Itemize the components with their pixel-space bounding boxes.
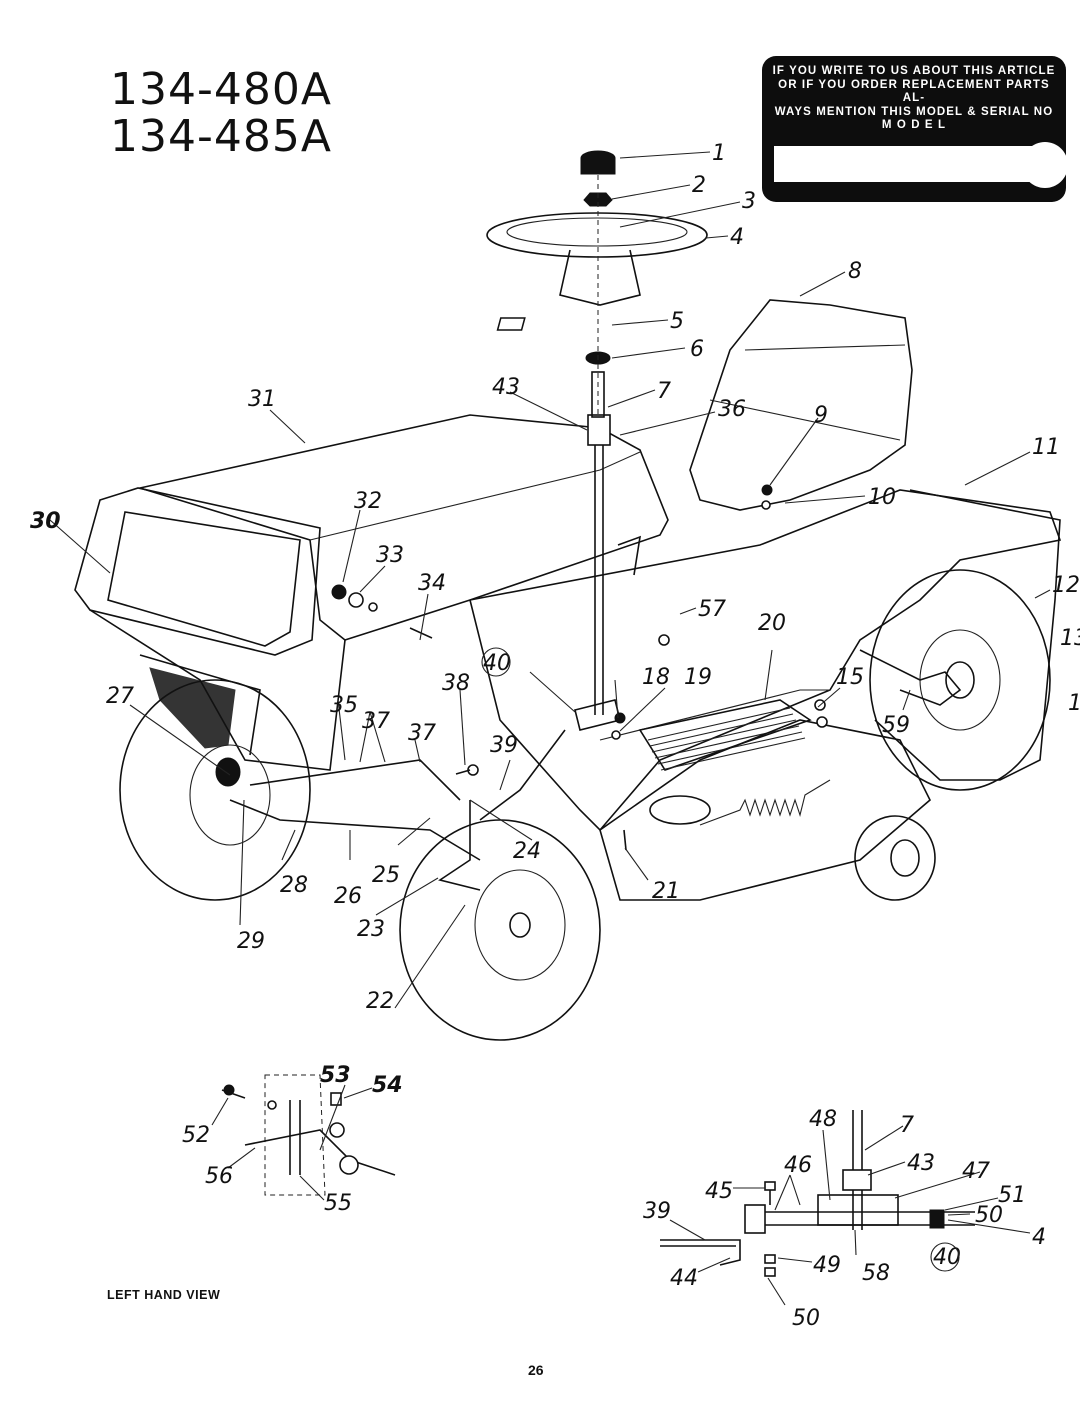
callout-10: 10 [868, 485, 896, 510]
callout-27: 27 [106, 684, 134, 709]
notice-line-1: IF YOU WRITE TO US ABOUT THIS ARTICLE [772, 65, 1056, 77]
callout-13: 13 [1060, 626, 1080, 651]
inset-callout-49: 49 [813, 1253, 841, 1278]
notice-line-4: M O D E L [881, 119, 947, 131]
callout-29: 29 [237, 929, 265, 954]
inset-callout-7: 7 [900, 1113, 914, 1138]
callout-54: 54 [372, 1073, 403, 1098]
callout-5: 5 [670, 309, 684, 334]
inset-callout-48: 48 [809, 1107, 837, 1132]
inset-callout-46: 46 [784, 1153, 812, 1178]
callout-3: 3 [742, 189, 756, 214]
callout-57: 57 [698, 597, 726, 622]
callout-33: 33 [376, 543, 404, 568]
callout-38: 38 [442, 671, 470, 696]
left-hand-view-inset: 52 53 54 55 56 [182, 1063, 403, 1216]
callout-52: 52 [182, 1123, 210, 1148]
callout-25: 25 [372, 863, 400, 888]
page-number: 26 [528, 1362, 544, 1378]
callout-20: 20 [758, 611, 786, 636]
callout-32: 32 [354, 489, 382, 514]
steering-detail-inset: 48 7 43 47 46 45 51 50 4 39 49 58 44 50 … [643, 1107, 1046, 1331]
inset-callout-39: 39 [643, 1199, 671, 1224]
inset-callout-51: 51 [998, 1183, 1026, 1208]
callout-37b: 37 [408, 721, 436, 746]
callout-24: 24 [513, 839, 541, 864]
callout-9: 9 [814, 403, 828, 428]
inset-callout-40-circle [930, 1242, 960, 1272]
inset-callout-50a: 50 [975, 1203, 1003, 1228]
callout-40-circle [481, 647, 511, 677]
inset-callout-4x: 4 [1032, 1225, 1046, 1250]
callout-7: 7 [657, 379, 671, 404]
callout-28: 28 [280, 873, 308, 898]
callout-8: 8 [848, 259, 862, 284]
callout-4: 4 [730, 225, 744, 250]
callout-37a: 37 [362, 709, 390, 734]
notice-tab [1022, 142, 1068, 188]
left-hand-view-caption: LEFT HAND VIEW [107, 1288, 221, 1302]
callout-labels: 1 2 3 4 5 6 7 8 9 10 11 12 13 14 15 18 1… [30, 141, 1080, 1014]
callout-26: 26 [334, 884, 362, 909]
notice-line-2: OR IF YOU ORDER REPLACEMENT PARTS AL- [778, 78, 1050, 105]
model-number-2: 134-485A [110, 111, 332, 162]
callout-19: 19 [684, 665, 712, 690]
inset-callout-50b: 50 [792, 1306, 820, 1331]
inset-callout-58: 58 [862, 1261, 890, 1286]
callout-23: 23 [357, 917, 385, 942]
inset-callout-43: 43 [907, 1151, 935, 1176]
callout-6: 6 [690, 337, 704, 362]
callout-36: 36 [718, 397, 746, 422]
callout-2: 2 [692, 173, 706, 198]
model-number-1: 134-480A [110, 64, 332, 115]
callout-39: 39 [490, 733, 518, 758]
callout-35: 35 [330, 693, 358, 718]
inset-callout-47: 47 [962, 1159, 990, 1184]
leader-lines [49, 151, 1051, 1009]
callout-22: 22 [366, 989, 394, 1014]
callout-56: 56 [205, 1164, 233, 1189]
callout-18: 18 [642, 665, 670, 690]
callout-59: 59 [882, 713, 910, 738]
callout-1: 1 [712, 141, 726, 166]
callout-14: 14 [1068, 691, 1080, 716]
callout-15: 15 [836, 665, 864, 690]
notice-text: IF YOU WRITE TO US ABOUT THIS ARTICLE OR… [770, 65, 1058, 133]
callout-30: 30 [30, 509, 61, 534]
callout-21: 21 [652, 879, 680, 904]
model-serial-notice: IF YOU WRITE TO US ABOUT THIS ARTICLE OR… [762, 56, 1068, 202]
model-number-field [774, 146, 1044, 182]
model-numbers: 134-480A 134-485A [110, 66, 332, 160]
callout-55: 55 [324, 1191, 352, 1216]
callout-34: 34 [418, 571, 446, 596]
callout-31: 31 [248, 387, 276, 412]
callout-11: 11 [1032, 435, 1060, 460]
tractor-illustration [74, 150, 1062, 1041]
callout-12: 12 [1052, 573, 1080, 598]
callout-53: 53 [320, 1063, 351, 1088]
notice-line-3: WAYS MENTION THIS MODEL & SERIAL NO [774, 105, 1054, 118]
inset-callout-44: 44 [670, 1266, 698, 1291]
inset-callout-45: 45 [705, 1179, 733, 1204]
callout-43: 43 [492, 375, 520, 400]
